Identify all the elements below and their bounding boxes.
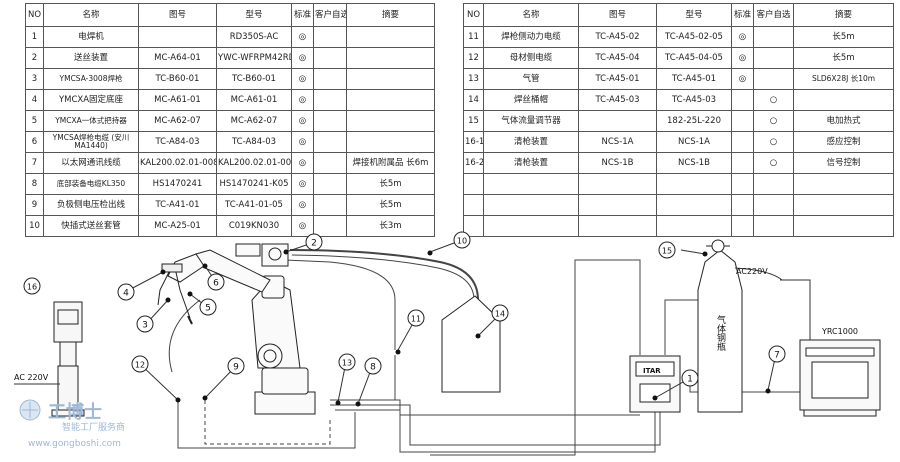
callout-12: 12 [135,361,145,370]
gas-cylinder [697,239,743,413]
cell-note: 长3m [346,215,435,237]
callout-11: 11 [411,315,421,324]
cell-note [793,215,894,237]
welding-power-supply [629,355,681,413]
label-ac-left: AC 220V [14,373,49,382]
table-row [463,173,894,195]
callout-numbers: 1 2 3 4 5 6 7 8 9 10 11 12 13 14 15 16 [27,237,780,385]
callout-4: 4 [123,289,129,299]
watermark-url: www.gongboshi.com [28,439,121,449]
col-header-name: 名称 [43,3,139,27]
col-header-drawing: 图号 [138,3,217,27]
callouts [23,231,786,387]
watermark-brand: 工博士 [48,401,102,423]
torch-cleaner [51,301,85,417]
table-header-row: NO 名称 图号 型号 标准 客户自选 摘要 [25,3,435,27]
robot-controller [799,339,881,417]
col-header-note: 摘要 [346,3,435,27]
col-header-opt: 客户自选 [753,3,794,27]
cell-model: C019KN030 [216,215,292,237]
robot-arm [167,243,316,415]
watermark: 工博士 智能工厂服务商 www.gongboshi.com [19,399,125,449]
callout-14: 14 [495,310,505,319]
watermark-tagline: 智能工厂服务商 [62,421,125,433]
callout-1: 1 [687,375,693,385]
cell-drawing: MC-A25-01 [138,215,217,237]
callout-6: 6 [213,279,219,289]
callout-5: 5 [205,304,211,314]
label-ac-right: AC220V [736,267,768,276]
welding-torch [157,263,193,325]
callout-15: 15 [662,247,672,256]
callout-3: 3 [142,321,148,331]
label-controller: YRC1000 [821,327,858,336]
callout-8: 8 [370,363,376,373]
callout-7: 7 [774,351,780,361]
wire-drum [441,295,501,393]
junction-dots [160,249,771,407]
callout-13: 13 [342,359,352,368]
cable-routing [168,249,800,456]
callout-16: 16 [27,283,37,292]
watermark-logo [19,399,41,421]
label-gas-cylinder: 气体钢瓶 [715,314,726,352]
callout-2: 2 [311,239,317,249]
callout-10: 10 [457,237,467,246]
label-welder-panel: ITAR [643,367,661,375]
table-row: 7以太网通讯线缆KAL200.02.01-008A6KAL200.02.01-0… [25,152,435,174]
callout-9: 9 [233,363,239,373]
table-row [463,215,894,237]
